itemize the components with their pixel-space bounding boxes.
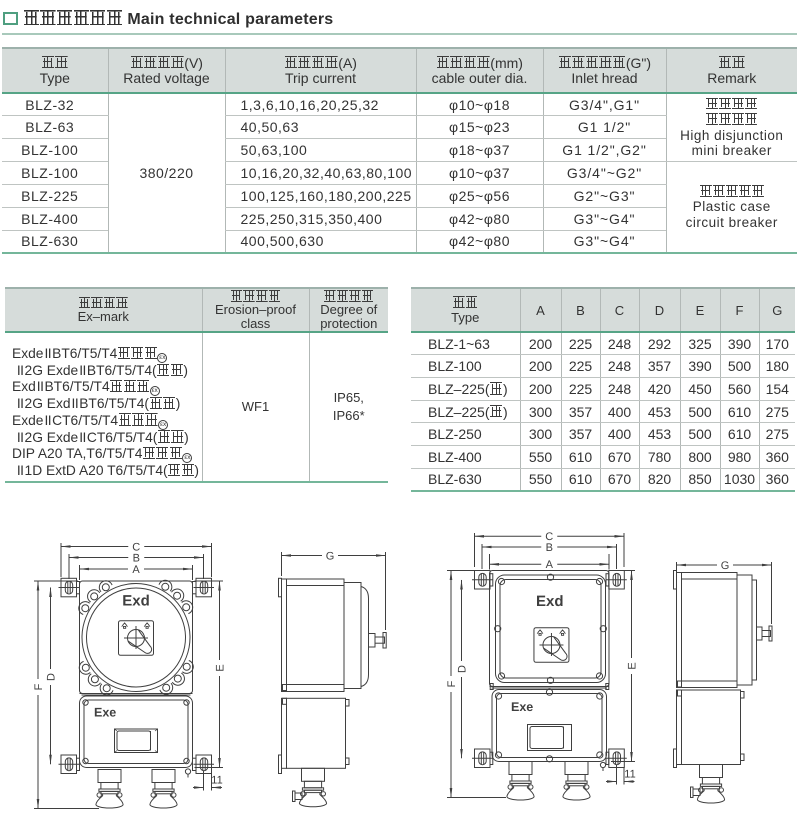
svg-text:11: 11 [211, 775, 222, 787]
svg-text:Exe: Exe [511, 700, 533, 714]
svg-text:C: C [132, 541, 140, 553]
svg-text:F: F [446, 680, 458, 687]
svg-text:A: A [132, 564, 140, 576]
svg-text:E: E [214, 664, 226, 671]
svg-text:A: A [546, 559, 554, 571]
svg-text:E: E [626, 662, 638, 669]
svg-text:C: C [545, 531, 553, 543]
svg-text:Exd: Exd [536, 593, 564, 610]
svg-text:F: F [33, 683, 45, 690]
svg-text:D: D [45, 673, 57, 681]
svg-text:Exe: Exe [94, 706, 116, 720]
svg-text:G: G [721, 560, 730, 572]
svg-text:B: B [133, 552, 140, 564]
svg-text:B: B [546, 542, 553, 554]
svg-text:Exd: Exd [122, 593, 150, 610]
svg-text:G: G [326, 550, 335, 562]
svg-text:D: D [456, 665, 468, 673]
svg-text:11: 11 [624, 769, 635, 781]
